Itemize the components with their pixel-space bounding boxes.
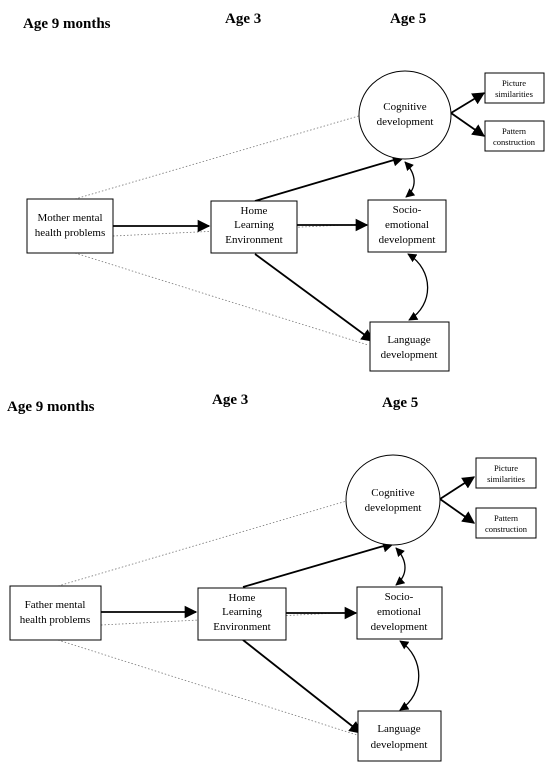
node-mother-mental-health: Mother mental health problems: [26, 198, 114, 254]
age-5-header: Age 5: [382, 395, 418, 411]
svg-text:health problems: health problems: [20, 614, 91, 626]
node-pattern-construction: Pattern construction: [475, 507, 537, 539]
svg-text:Environment: Environment: [213, 621, 270, 633]
node-father-mental-health: Father mental health problems: [9, 585, 102, 641]
svg-text:Cognitive: Cognitive: [371, 487, 415, 499]
svg-text:emotional: emotional: [377, 606, 421, 618]
svg-text:Environment: Environment: [225, 234, 282, 246]
svg-text:construction: construction: [493, 137, 536, 147]
svg-text:Picture: Picture: [502, 78, 526, 88]
svg-text:similarities: similarities: [495, 89, 533, 99]
node-home-learning-environment: Home Learning Environment: [210, 200, 298, 254]
svg-text:development: development: [371, 621, 428, 633]
arrow-home-to-language: [254, 253, 375, 342]
svg-text:Language: Language: [387, 334, 430, 346]
age-9-months-header: Age 9 months: [23, 16, 111, 32]
node-pattern-construction: Pattern construction: [484, 120, 545, 152]
svg-text:Home: Home: [241, 205, 268, 217]
svg-text:Learning: Learning: [234, 219, 274, 231]
svg-text:Pattern: Pattern: [494, 513, 519, 523]
svg-text:development: development: [377, 116, 434, 128]
node-home-learning-environment: Home Learning Environment: [197, 587, 287, 641]
panel-mother: Age 9 months Age 3 Age 5 Mother mental h…: [23, 11, 545, 372]
arrow-home-to-cognitive: [254, 154, 406, 202]
svg-text:Father mental: Father mental: [25, 599, 86, 611]
svg-text:Picture: Picture: [494, 463, 518, 473]
svg-text:Socio-: Socio-: [385, 591, 414, 603]
svg-text:Learning: Learning: [222, 606, 262, 618]
node-cognitive-development: Cognitive development: [345, 454, 441, 546]
svg-text:Mother mental: Mother mental: [37, 212, 102, 224]
node-language-development: Language development: [357, 710, 442, 762]
node-socio-emotional-development: Socio- emotional development: [367, 199, 447, 253]
svg-text:emotional: emotional: [385, 219, 429, 231]
arrow-cognitive-to-picture: [450, 92, 486, 114]
svg-text:Language: Language: [377, 723, 420, 735]
svg-text:development: development: [381, 349, 438, 361]
svg-text:health problems: health problems: [35, 227, 106, 239]
panel-father: Age 9 months Age 3 Age 5 Father mental h…: [7, 392, 537, 762]
svg-text:similarities: similarities: [487, 474, 525, 484]
dotted-path-parent-language: [57, 639, 358, 736]
age-3-header: Age 3: [212, 392, 248, 408]
dotted-path-parent-cognitive: [74, 114, 363, 200]
age-9-months-header: Age 9 months: [7, 399, 95, 415]
dotted-path-parent-socio: [100, 611, 357, 626]
svg-text:development: development: [371, 739, 428, 751]
arrow-cognitive-to-pattern: [439, 498, 476, 524]
dotted-path-parent-language: [74, 252, 369, 346]
age-3-header: Age 3: [225, 11, 261, 27]
svg-text:Cognitive: Cognitive: [383, 101, 427, 113]
arrow-cognitive-to-pattern: [450, 112, 486, 137]
age-5-header: Age 5: [390, 11, 426, 27]
node-picture-similarities: Picture similarities: [484, 72, 545, 104]
correlation-socio-language: [399, 640, 420, 711]
arrow-home-to-language: [242, 639, 362, 734]
node-socio-emotional-development: Socio- emotional development: [356, 586, 443, 640]
svg-text:Socio-: Socio-: [393, 204, 422, 216]
node-language-development: Language development: [369, 321, 450, 372]
dotted-path-parent-cognitive: [57, 499, 351, 587]
node-picture-similarities: Picture similarities: [475, 457, 537, 489]
svg-text:development: development: [365, 502, 422, 514]
correlation-socio-language: [407, 253, 429, 321]
node-cognitive-development: Cognitive development: [358, 70, 452, 160]
svg-text:development: development: [379, 234, 436, 246]
svg-text:Pattern: Pattern: [502, 126, 527, 136]
arrow-home-to-cognitive: [242, 540, 396, 588]
correlation-cognitive-socio: [404, 161, 416, 198]
svg-text:Home: Home: [229, 592, 256, 604]
svg-text:construction: construction: [485, 524, 528, 534]
arrow-cognitive-to-picture: [439, 476, 476, 500]
correlation-cognitive-socio: [395, 547, 406, 586]
